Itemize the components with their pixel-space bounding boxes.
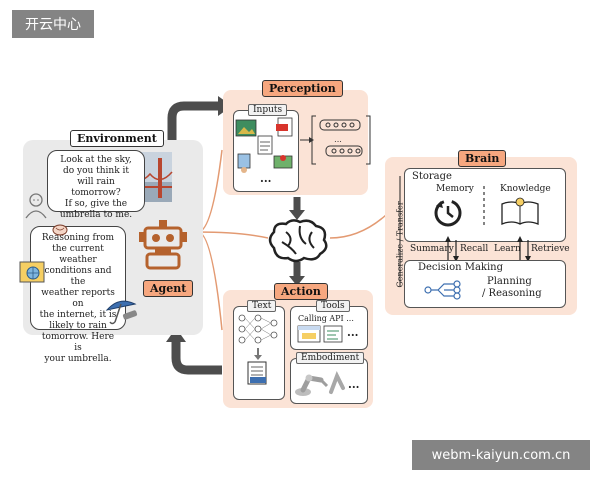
document-icon (248, 362, 270, 386)
text-label: Text (247, 300, 276, 312)
knowledge-label: Knowledge (500, 184, 551, 194)
storage-label: Storage (412, 171, 452, 182)
calling-api-label: Calling API ... (298, 314, 354, 323)
decision-label: Decision Making (418, 262, 503, 273)
umbrella-icon (105, 296, 141, 326)
pdf-icon (276, 118, 292, 136)
map-icon (274, 155, 292, 168)
embodiment-label: Embodiment (296, 352, 364, 364)
neural-net-icon (238, 312, 278, 346)
reasoning-label: / Reasoning (482, 288, 542, 299)
learn-label: Learn (494, 244, 521, 254)
inputs-label: Inputs (248, 104, 287, 116)
tools-ellipsis: ... (347, 326, 359, 339)
inputs-ellipsis: ... (260, 172, 272, 185)
robot-icon (143, 218, 183, 270)
planning-label: Planning (487, 276, 532, 287)
recall-label: Recall (460, 244, 488, 254)
image-icon (236, 120, 256, 136)
brain-icon (266, 218, 330, 262)
tools-label: Tools (316, 300, 350, 312)
small-brain-icon (52, 224, 68, 236)
api-window-icon (298, 326, 322, 344)
person-icon (24, 192, 48, 218)
summary-label: Summary (410, 244, 454, 254)
timer-icon (433, 198, 463, 228)
token-vectors-icon: ... (312, 114, 370, 166)
book-icon (500, 196, 540, 226)
code-window-icon (324, 326, 344, 344)
speech-bubble-request: Look at the sky, do you think it will ra… (47, 150, 145, 212)
globe-icon (20, 262, 44, 282)
retrieve-label: Retrieve (531, 244, 570, 254)
token-dots: ... (334, 135, 342, 144)
memory-label: Memory (436, 184, 474, 194)
text-file-icon (258, 136, 272, 154)
embodiment-ellipsis: ... (348, 378, 360, 391)
perception-title: Perception (262, 80, 343, 97)
robot-arm-icon (293, 368, 347, 398)
brain-title: Brain (458, 150, 506, 167)
action-title: Action (274, 283, 328, 300)
environment-title: Environment (70, 130, 164, 147)
agent-label: Agent (143, 280, 193, 297)
touch-icon (238, 154, 250, 173)
storage-divider (483, 186, 485, 226)
text-output-arrow (253, 348, 263, 360)
flow-icon (424, 280, 474, 300)
